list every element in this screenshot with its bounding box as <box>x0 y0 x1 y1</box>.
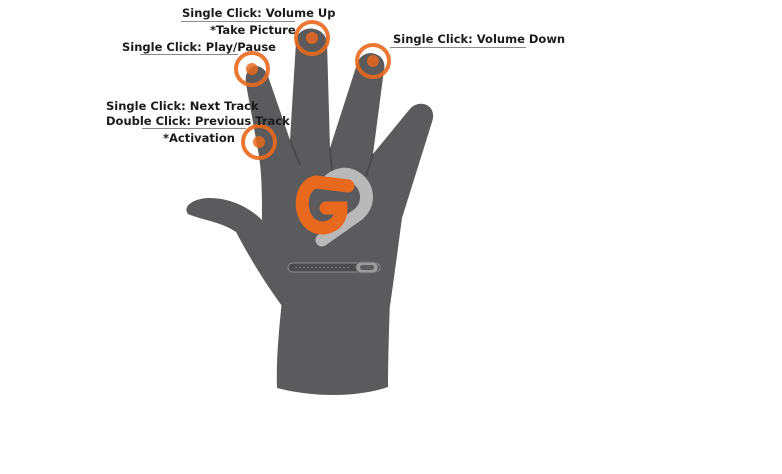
label-take-picture: *Take Picture <box>210 23 296 37</box>
rule-volume-down <box>390 47 526 48</box>
rule-next-track <box>142 128 246 129</box>
zipper-pocket <box>287 261 381 274</box>
touch-point-index-icon <box>234 51 270 87</box>
label-volume-up: Single Click: Volume Up <box>182 6 336 20</box>
rule-volume-up <box>181 21 295 22</box>
glove-hand <box>186 28 434 306</box>
touch-point-middle-icon <box>294 20 330 56</box>
label-previous-track: Double Click: Previous Track <box>106 114 290 128</box>
label-activation: *Activation <box>163 131 235 145</box>
finger-shading <box>289 139 374 177</box>
label-next-track: Single Click: Next Track <box>106 99 259 113</box>
glove-body <box>186 28 434 396</box>
label-play-pause: Single Click: Play/Pause <box>122 40 276 54</box>
touch-point-thumb-icon <box>241 124 277 160</box>
logo-orange-stroke <box>295 175 355 235</box>
brand-logo <box>295 167 373 247</box>
logo-gray-stroke <box>315 167 373 247</box>
glove-cuff <box>276 300 390 396</box>
label-volume-down: Single Click: Volume Down <box>393 32 566 46</box>
touch-point-ring-icon <box>355 43 391 79</box>
touch-points <box>234 20 391 160</box>
rule-play-pause <box>140 54 238 55</box>
